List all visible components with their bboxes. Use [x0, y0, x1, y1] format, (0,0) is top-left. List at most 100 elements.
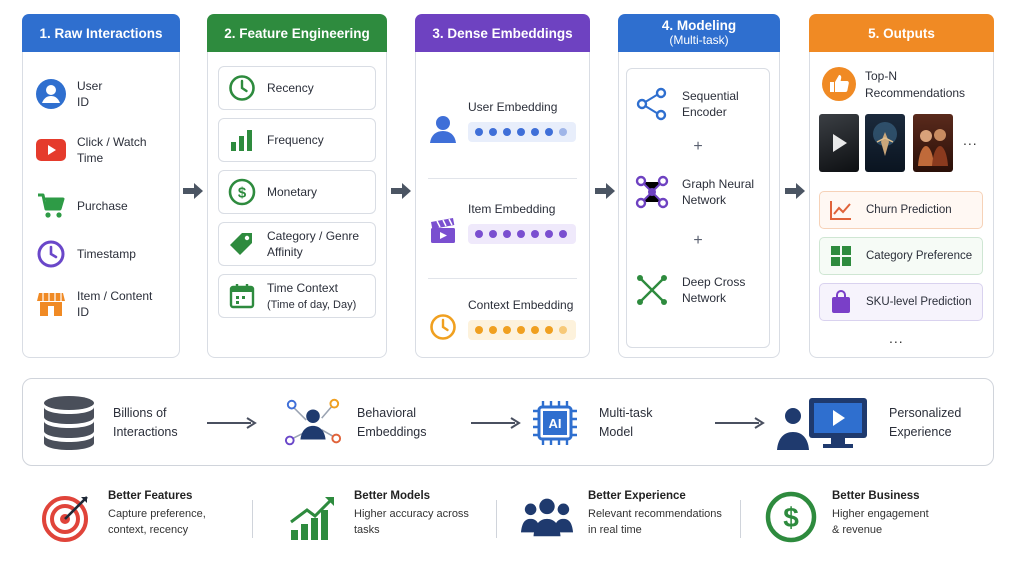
stage-label: Behavioral	[357, 406, 417, 420]
embedding-vector	[468, 122, 576, 142]
feature-monetary: $ Monetary	[218, 170, 376, 214]
model-label: Network	[682, 193, 727, 207]
model-stack	[626, 68, 770, 348]
benefit-desc: Relevant recommendations	[588, 508, 722, 520]
benefit-desc: Capture preference,	[108, 508, 206, 520]
stage-label: Personalized	[889, 406, 962, 420]
stage-label: Interactions	[113, 425, 178, 439]
output-label: Churn Prediction	[866, 204, 952, 216]
model-label: Graph Neural	[682, 177, 755, 191]
raw-item-label: Click / Watch	[77, 135, 147, 149]
raw-item-label: Timestamp	[77, 247, 136, 261]
clapperboard-icon	[428, 216, 458, 246]
tag-icon	[227, 229, 257, 259]
stage-label: Experience	[889, 425, 952, 439]
divider	[740, 500, 741, 538]
people-icon	[520, 490, 574, 544]
embedding-label: User Embedding	[468, 100, 558, 114]
embedding-label: Item Embedding	[468, 202, 556, 216]
growth-chart-icon	[286, 490, 340, 544]
benefit-title: Better Features	[108, 490, 193, 502]
context-embedding: Context Embedding	[428, 298, 578, 358]
feature-engineering-body: Recency Frequency $ Monetary Category / …	[207, 52, 387, 358]
benefit-better-experience: Better Experience Relevant recommendatio…	[520, 490, 722, 548]
recommendation-thumbnail[interactable]	[819, 114, 859, 172]
database-icon	[39, 393, 99, 453]
dense-embeddings-header: 3. Dense Embeddings	[415, 14, 590, 52]
raw-item-label: User	[77, 79, 103, 93]
feature-label: Category / Genre	[267, 229, 360, 243]
flow-arrow-icon	[785, 183, 805, 199]
more-ellipsis: ...	[963, 132, 978, 148]
feature-engineering-column: 2. Feature Engineering Recency Frequency…	[207, 14, 387, 358]
cart-icon	[35, 190, 67, 222]
pipeline-arrow-icon	[471, 417, 521, 429]
benefit-desc: context, recency	[108, 524, 189, 536]
network-user-icon	[283, 393, 343, 453]
feature-label: Affinity	[267, 245, 303, 259]
feature-label: (Time of day, Day)	[267, 298, 357, 311]
dense-embeddings-column: 3. Dense Embeddings User Embedding Item …	[415, 14, 590, 358]
embedding-vector	[468, 320, 576, 340]
benefit-desc: Higher accuracy across	[354, 508, 469, 520]
raw-item-timestamp: Timestamp	[35, 234, 175, 274]
embedding-label: Context Embedding	[468, 298, 574, 312]
feature-frequency: Frequency	[218, 118, 376, 162]
benefit-desc: in real time	[588, 524, 642, 536]
raw-item-label: Time	[77, 151, 104, 165]
modeling-header: 4. Modeling(Multi-task)	[618, 14, 780, 52]
benefit-desc: tasks	[354, 524, 380, 536]
user-embedding: User Embedding	[428, 100, 578, 160]
graph-icon	[634, 174, 670, 210]
thumbs-up-icon	[821, 66, 857, 102]
calendar-icon	[227, 281, 257, 311]
outputs-body	[809, 52, 994, 358]
grid-icon	[828, 243, 854, 269]
flow-arrow-icon	[391, 183, 411, 199]
stage-label: Model	[599, 425, 634, 439]
feature-label: Recency	[267, 81, 314, 95]
divider	[428, 278, 577, 279]
target-icon	[40, 490, 94, 544]
play-icon	[35, 134, 67, 166]
divider	[496, 500, 497, 538]
outputs-header: 5. Outputs	[809, 14, 994, 52]
ai-chip-label: AI	[549, 416, 562, 431]
more-ellipsis: ...	[889, 330, 904, 346]
pipeline-arrow-icon	[715, 417, 765, 429]
flow-arrow-icon	[595, 183, 615, 199]
plus-sign: +	[693, 232, 703, 249]
recommendation-thumbnail[interactable]	[913, 114, 953, 172]
pipeline-arrow-icon	[207, 417, 257, 429]
output-label: Category Preference	[866, 250, 973, 262]
benefit-desc: Higher engagement	[832, 508, 929, 520]
user-screen-icon	[771, 393, 875, 453]
flow-arrow-icon	[183, 183, 203, 199]
output-category-preference: Category Preference	[819, 237, 983, 275]
benefit-better-business: $ Better Business Higher engagement& rev…	[764, 490, 929, 548]
raw-item-label: ID	[77, 95, 89, 109]
sequence-nodes-icon	[634, 86, 670, 122]
feature-label: Time Context	[267, 280, 338, 295]
output-churn-prediction: Churn Prediction	[819, 191, 983, 229]
benefit-better-features: Better Features Capture preference, conte…	[40, 490, 206, 548]
recommendation-thumbnail[interactable]	[865, 114, 905, 172]
line-chart-icon	[828, 197, 854, 223]
embedding-vector	[468, 224, 576, 244]
